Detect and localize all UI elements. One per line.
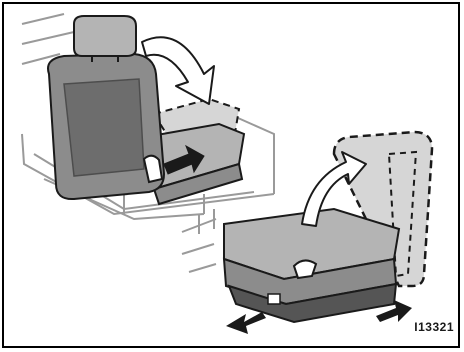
seat-fold-illustration: [4, 4, 458, 346]
floor-rails-bottom: [182, 209, 216, 272]
figure-frame: I13321: [2, 2, 460, 348]
figure-id-label: I13321: [414, 320, 454, 334]
pull-arrow-icon: [226, 312, 266, 334]
